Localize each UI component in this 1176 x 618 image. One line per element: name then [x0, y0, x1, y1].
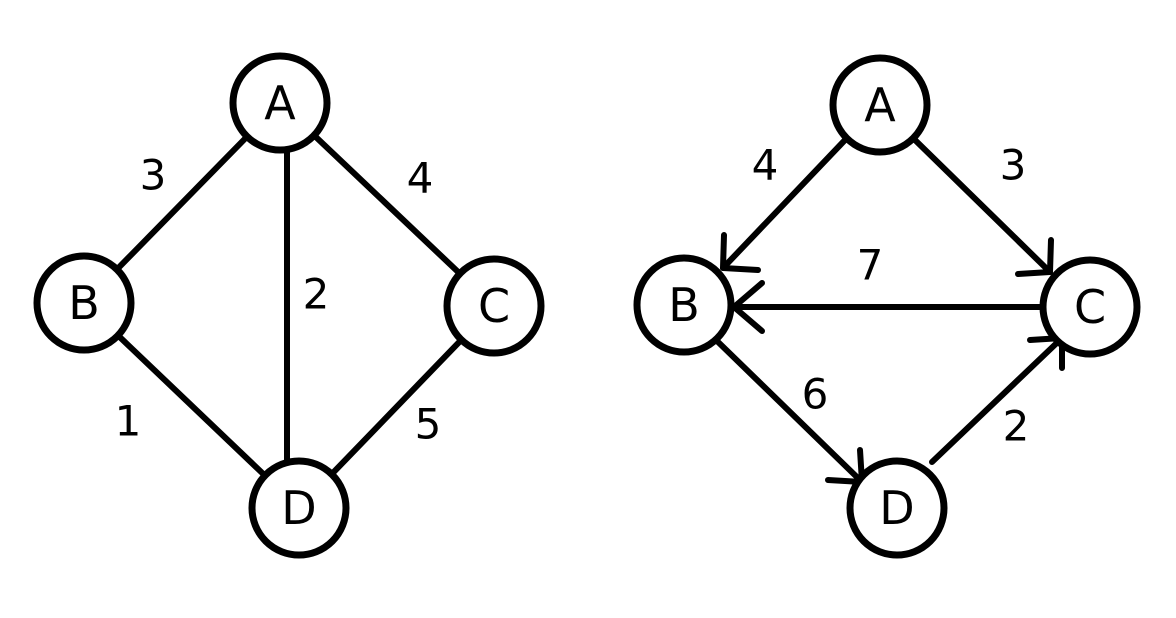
- directed-node-a-label: A: [864, 78, 896, 132]
- node-c-label: C: [478, 279, 510, 333]
- node-a: A: [229, 52, 331, 154]
- undirected-graph: 3 4 2 1 5 A B C D: [33, 52, 545, 559]
- directed-node-c-label: C: [1074, 280, 1106, 334]
- arc-a-c: [912, 137, 1053, 275]
- arc-b-d: [713, 337, 865, 485]
- directed-node-d-label: D: [879, 481, 914, 535]
- arc-c-b-weight: 7: [857, 241, 884, 290]
- directed-node-d: D: [846, 457, 948, 559]
- node-c: C: [443, 255, 545, 357]
- node-d: D: [248, 457, 350, 559]
- node-d-label: D: [281, 481, 316, 535]
- node-b: B: [33, 252, 135, 354]
- directed-node-b: B: [633, 254, 735, 356]
- directed-node-b-label: B: [668, 278, 700, 332]
- edge-a-d-weight: 2: [303, 270, 330, 319]
- arc-a-c-weight: 3: [1000, 141, 1027, 190]
- node-b-label: B: [68, 276, 100, 330]
- arc-a-b: [720, 137, 848, 271]
- arc-a-b-weight: 4: [752, 141, 779, 190]
- arc-a-b-arrowhead: [720, 232, 761, 273]
- arc-d-c: [929, 335, 1065, 465]
- arc-b-d-weight: 6: [802, 370, 829, 419]
- arc-d-c-weight: 2: [1003, 402, 1030, 451]
- edge-a-c-weight: 4: [407, 154, 434, 203]
- arc-a-c-arrowhead: [1015, 237, 1054, 277]
- node-a-label: A: [264, 76, 296, 130]
- directed-graph: 4 3 7 6 2 A B C D: [633, 54, 1141, 559]
- edge-c-d-weight: 5: [415, 400, 442, 449]
- directed-node-c: C: [1039, 256, 1141, 358]
- edge-a-b-weight: 3: [140, 151, 167, 200]
- edge-b-d-weight: 1: [115, 397, 142, 446]
- directed-node-a: A: [829, 54, 931, 156]
